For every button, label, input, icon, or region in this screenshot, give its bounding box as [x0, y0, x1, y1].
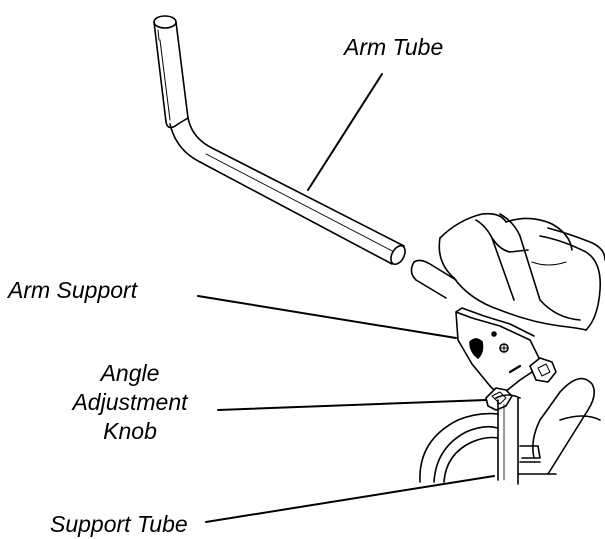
angle-knob-label-line2: Adjustment [72, 389, 188, 415]
angle-knob-leader [217, 399, 487, 411]
bracket-part [455, 307, 541, 397]
support-tube-leader [205, 475, 495, 523]
arm-tube-part [153, 15, 406, 266]
leader-lines [197, 73, 495, 523]
angle-knob-part [485, 357, 557, 411]
support-tube-label: Support Tube [50, 511, 188, 537]
arm-support-leader [197, 295, 457, 339]
frame-tubes [419, 377, 601, 483]
angle-knob-label-line3: Knob [103, 418, 157, 444]
arm-tube-label: Arm Tube [344, 34, 444, 60]
angle-knob-label-line1: Angle [100, 360, 160, 386]
angle-adjustment-knob-label: Angle Adjustment Knob [70, 359, 190, 446]
arm-support-part [410, 212, 605, 331]
arm-tube-leader [307, 73, 383, 191]
arm-support-label: Arm Support [8, 277, 138, 303]
